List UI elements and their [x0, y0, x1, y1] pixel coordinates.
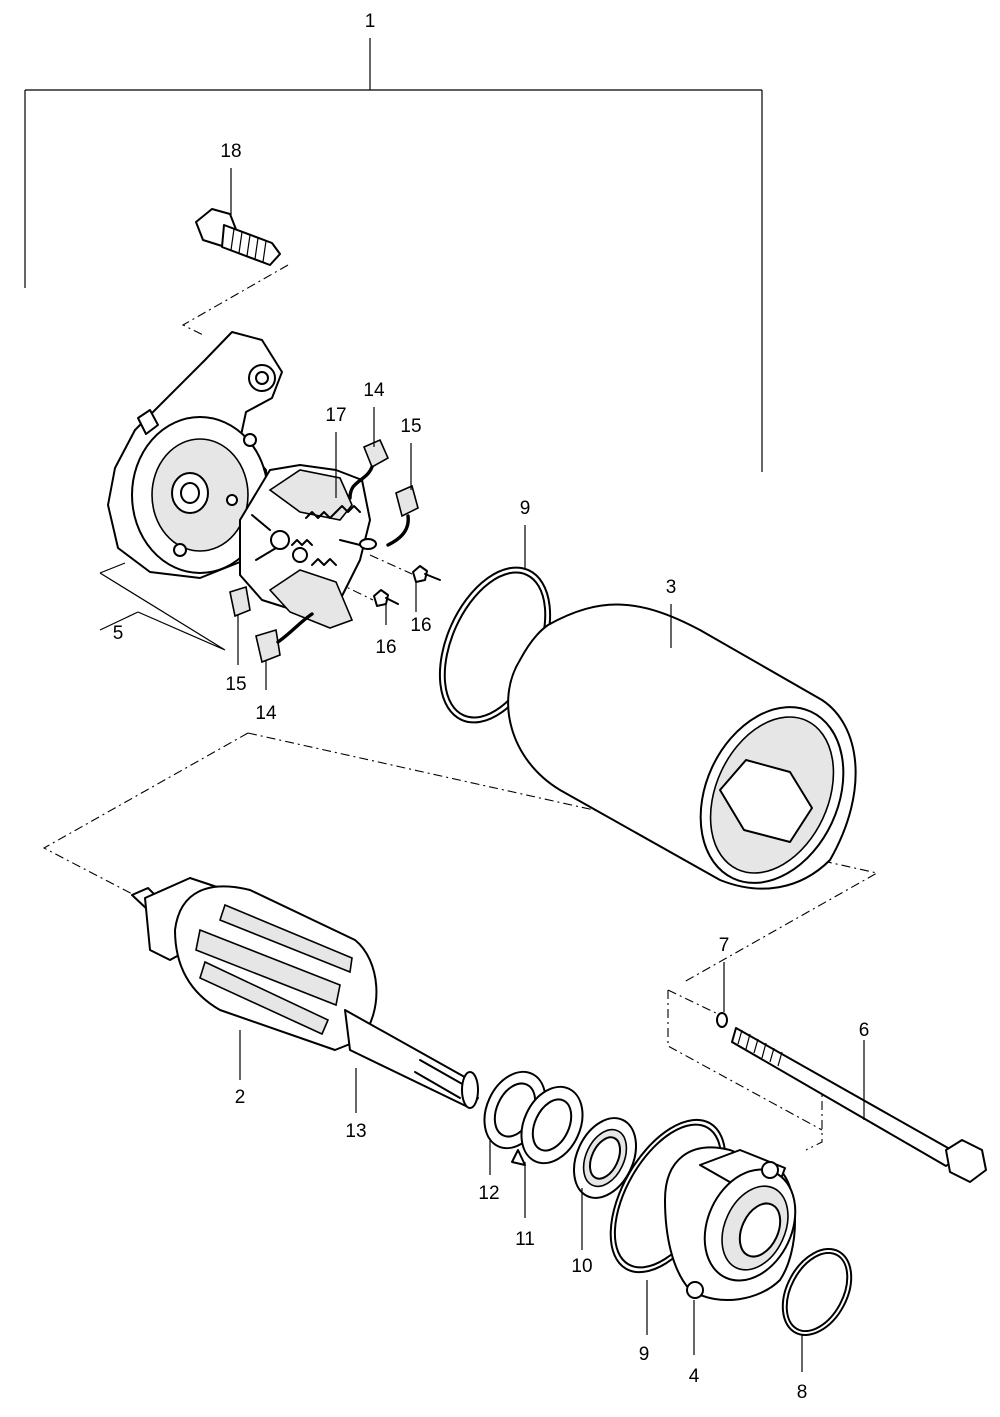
- o-ring-small: [781, 1248, 853, 1336]
- oil-seal: [573, 1117, 637, 1199]
- brush-holder: [239, 464, 371, 629]
- callout-8: 8: [797, 1382, 808, 1403]
- alignment-lines: [42, 264, 879, 1151]
- callout-17: 17: [325, 405, 346, 426]
- callout-10: 10: [571, 1256, 592, 1277]
- callout-18: 18: [220, 141, 241, 162]
- callout-6: 6: [859, 1020, 870, 1041]
- callout-14-top: 14: [363, 380, 385, 401]
- carbon-brushes: [229, 438, 419, 664]
- callout-1: 1: [365, 11, 376, 32]
- assembly-bracket: [24, 38, 763, 472]
- callout-7: 7: [719, 935, 730, 956]
- callout-9-top: 9: [520, 498, 531, 519]
- callout-2: 2: [235, 1087, 246, 1108]
- callout-14-bottom: 14: [255, 703, 277, 724]
- callout-15-top: 15: [400, 416, 421, 437]
- armature: [131, 877, 479, 1109]
- callout-9-bottom: 9: [639, 1344, 650, 1365]
- rear-cover: [107, 331, 283, 579]
- callout-4: 4: [689, 1366, 700, 1387]
- callout-16-right: 16: [410, 615, 431, 636]
- lock-washer: [511, 1085, 584, 1166]
- callout-13: 13: [345, 1121, 366, 1142]
- leader-lines: [99, 168, 865, 1372]
- callout-3: 3: [666, 577, 677, 598]
- flange-bolt: [195, 208, 281, 266]
- callout-5: 5: [113, 623, 124, 644]
- callout-labels: 1 18 14 17 15 9 3 16 16 5 15 14 7 6 2 13…: [113, 11, 870, 1403]
- front-bracket: [664, 1146, 797, 1301]
- callout-11: 11: [515, 1229, 535, 1250]
- yoke-housing: [507, 603, 857, 890]
- screws: [373, 565, 441, 607]
- through-bolt: [716, 1012, 987, 1183]
- callout-15-bottom: 15: [225, 674, 246, 695]
- callout-16-left: 16: [375, 637, 396, 658]
- callout-12: 12: [478, 1183, 499, 1204]
